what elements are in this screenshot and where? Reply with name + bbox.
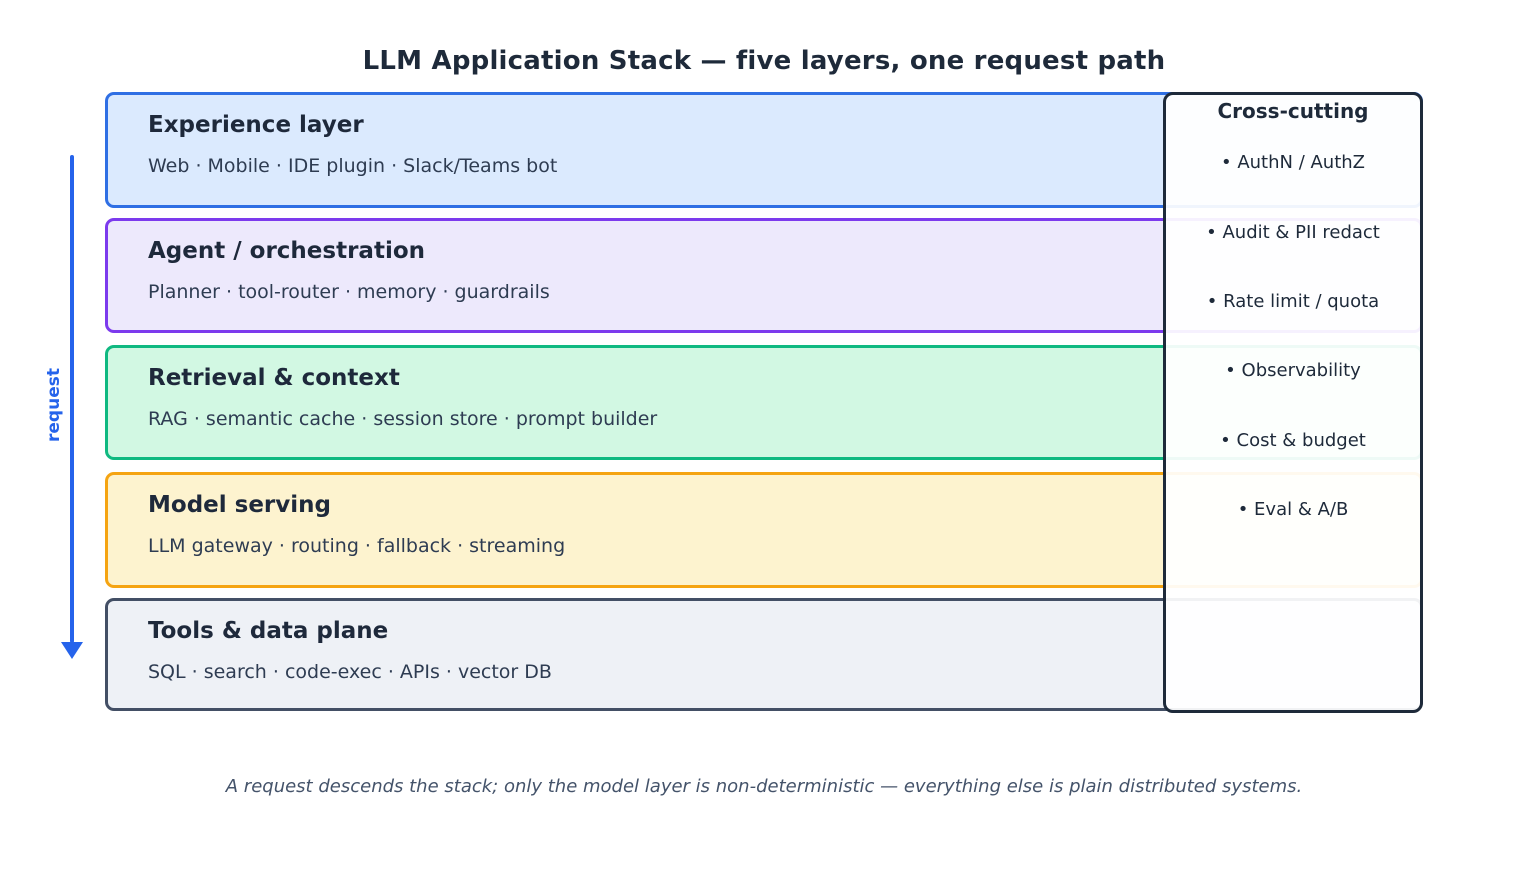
cross-cutting-item-label: Cost & budget [1237, 430, 1366, 451]
cross-cutting-panel: Cross-cutting • AuthN / AuthZ • Audit & … [1163, 92, 1423, 713]
cross-cutting-item: • Audit & PII redact [1166, 222, 1420, 244]
cross-cutting-item: • AuthN / AuthZ [1166, 152, 1420, 174]
cross-cutting-item: • Cost & budget [1166, 430, 1420, 452]
cross-cutting-item-label: Observability [1242, 360, 1361, 381]
bullet-icon: • [1207, 291, 1218, 312]
bullet-icon: • [1221, 152, 1232, 173]
bullet-icon: • [1238, 499, 1249, 520]
cross-cutting-item-label: Rate limit / quota [1223, 291, 1379, 312]
bullet-icon: • [1220, 430, 1231, 451]
request-arrow-line [70, 155, 74, 643]
bullet-icon: • [1225, 360, 1236, 381]
footer-caption: A request descends the stack; only the m… [0, 776, 1528, 797]
request-label: request [44, 368, 64, 442]
arrow-down-icon [61, 642, 83, 659]
cross-cutting-item-label: Audit & PII redact [1222, 222, 1379, 243]
cross-cutting-item-label: AuthN / AuthZ [1237, 152, 1365, 173]
diagram-title: LLM Application Stack — five layers, one… [0, 46, 1528, 76]
cross-cutting-item: • Rate limit / quota [1166, 291, 1420, 313]
cross-cutting-item: • Observability [1166, 360, 1420, 382]
cross-cutting-title: Cross-cutting [1166, 98, 1420, 124]
bullet-icon: • [1206, 222, 1217, 243]
cross-cutting-item-label: Eval & A/B [1254, 499, 1348, 520]
cross-cutting-item: • Eval & A/B [1166, 499, 1420, 521]
